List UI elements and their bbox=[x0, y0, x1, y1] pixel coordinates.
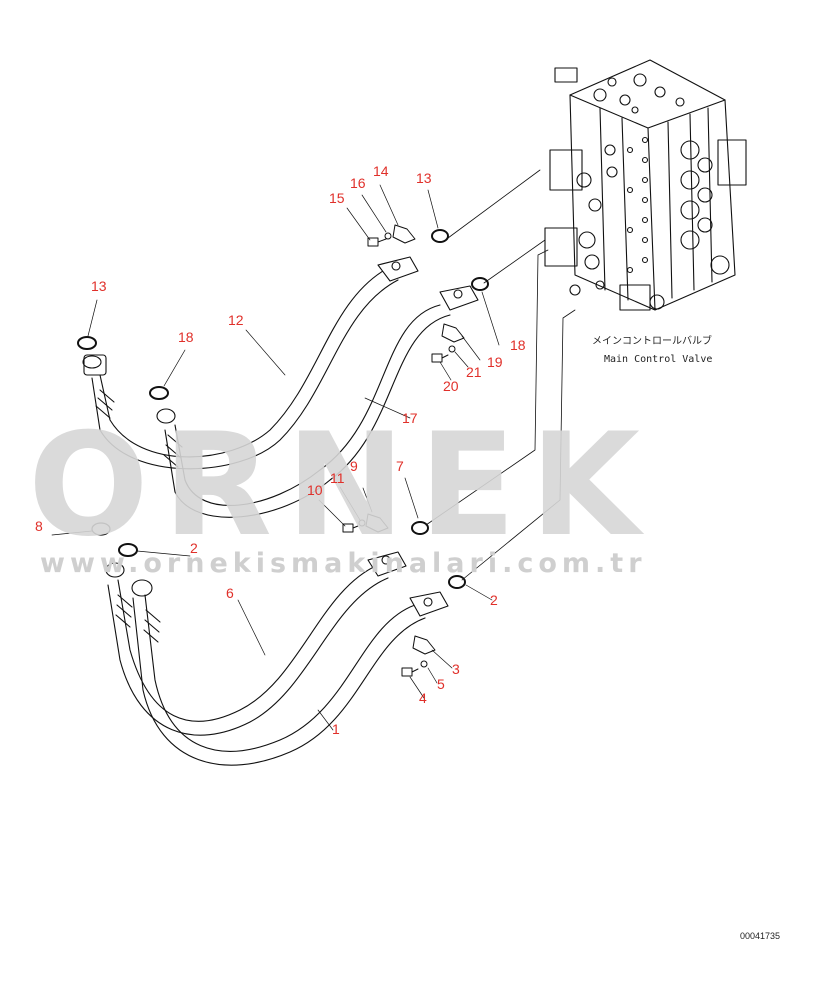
callout-5: 5 bbox=[437, 676, 445, 692]
drawing-number: 00041735 bbox=[739, 931, 780, 941]
callout-13-right: 13 bbox=[416, 170, 432, 186]
hose-12 bbox=[82, 256, 419, 470]
callout-15: 15 bbox=[329, 190, 345, 206]
callout-1: 1 bbox=[332, 721, 340, 737]
callout-14: 14 bbox=[373, 163, 389, 179]
callout-20: 20 bbox=[443, 378, 459, 394]
callout-4: 4 bbox=[419, 690, 427, 706]
hose-1 bbox=[131, 579, 449, 766]
callout-16: 16 bbox=[350, 175, 366, 191]
callout-8: 8 bbox=[35, 518, 43, 534]
main-control-valve bbox=[544, 59, 747, 311]
watermark-site: www.ornekismakinalari.com.tr bbox=[40, 548, 647, 579]
caption-english: Main Control Valve bbox=[604, 354, 713, 365]
callout-3: 3 bbox=[452, 661, 460, 677]
watermark-brand: ORNEK bbox=[28, 403, 654, 568]
callout-19: 19 bbox=[487, 354, 503, 370]
callout-21: 21 bbox=[466, 364, 482, 380]
callout-6: 6 bbox=[226, 585, 234, 601]
callout-2-right: 2 bbox=[490, 592, 498, 608]
callout-18-right: 18 bbox=[510, 337, 526, 353]
callout-17: 17 bbox=[402, 410, 418, 426]
callout-7: 7 bbox=[396, 458, 404, 474]
hose-6 bbox=[105, 551, 407, 736]
callout-2-left: 2 bbox=[190, 540, 198, 556]
callout-12: 12 bbox=[228, 312, 244, 328]
callout-9: 9 bbox=[350, 458, 358, 474]
connection-leaders bbox=[425, 169, 576, 581]
callout-11: 11 bbox=[330, 470, 345, 486]
o-rings bbox=[77, 229, 489, 589]
callout-10: 10 bbox=[307, 482, 323, 498]
callout-leaders bbox=[51, 184, 500, 731]
callout-13-left: 13 bbox=[91, 278, 107, 294]
callout-18-left: 18 bbox=[178, 329, 194, 345]
caption-japanese: メインコントロールバルブ bbox=[592, 336, 712, 347]
hose-17 bbox=[156, 285, 479, 518]
fasteners bbox=[342, 224, 465, 677]
